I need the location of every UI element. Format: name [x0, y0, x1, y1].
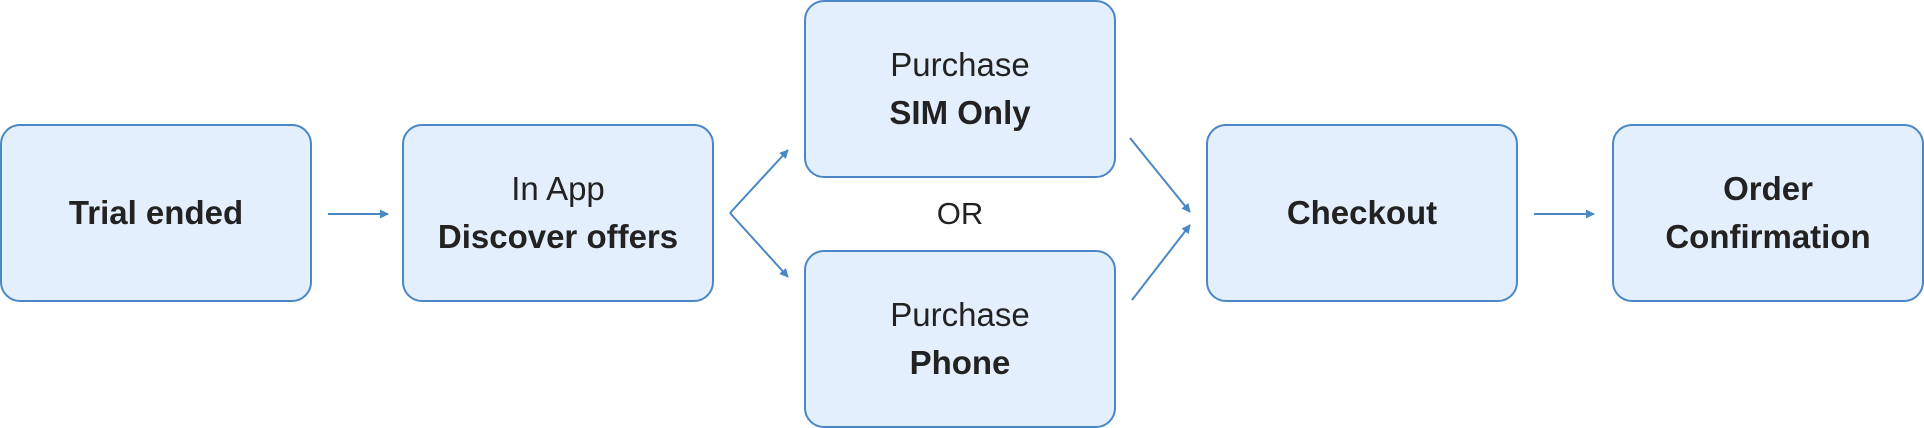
node-order-line2: Confirmation — [1665, 218, 1871, 255]
node-purchase-sim-only: Purchase SIM Only — [804, 0, 1116, 178]
arrow-in-app-to-sim — [729, 149, 789, 214]
node-in-app-line1: In App — [511, 170, 605, 207]
node-sim-line2: SIM Only — [889, 94, 1031, 131]
node-order-line1: Order — [1723, 170, 1813, 207]
node-trial-ended-label: Trial ended — [68, 194, 244, 231]
arrow-sim-to-checkout — [1129, 137, 1191, 213]
node-sim-line1: Purchase — [890, 46, 1030, 83]
node-in-app-line2: Discover offers — [437, 218, 679, 255]
node-order-confirmation: Order Confirmation — [1612, 124, 1924, 302]
node-phone-line2: Phone — [909, 344, 1011, 381]
node-phone-line1: Purchase — [890, 296, 1030, 333]
arrow-phone-to-checkout — [1131, 224, 1191, 301]
node-purchase-phone: Purchase Phone — [804, 250, 1116, 428]
node-trial-ended: Trial ended — [0, 124, 312, 302]
node-checkout: Checkout — [1206, 124, 1518, 302]
node-checkout-label: Checkout — [1286, 194, 1438, 231]
or-label: OR — [936, 196, 984, 231]
arrow-in-app-to-phone — [729, 212, 789, 278]
node-in-app-discover-offers: In App Discover offers — [402, 124, 714, 302]
